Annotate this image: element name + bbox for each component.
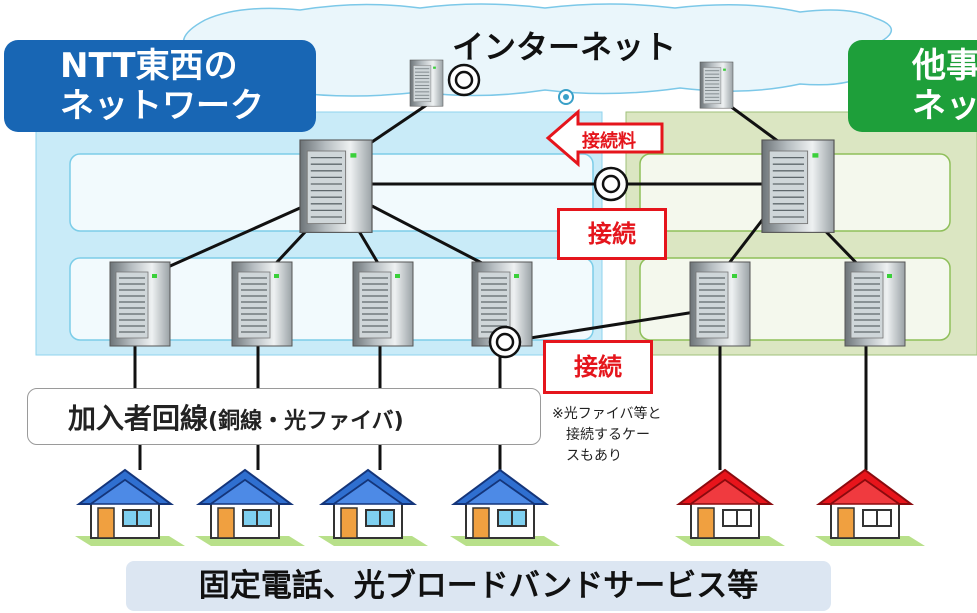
- interconnect-point-icon: [447, 63, 481, 97]
- subscriber-line-main: 加入者回線: [68, 402, 209, 435]
- fiber-note: ※光ファイバ等と 接続するケー スもあり: [552, 406, 662, 464]
- ntt-edge-server-2: [231, 261, 293, 347]
- connection-label-upper: 接続: [557, 208, 667, 260]
- connection-fee-label: 接続料: [582, 131, 636, 152]
- other-network-label-line2: ネッ: [912, 86, 977, 126]
- other-network-label: 他事 ネッ: [848, 40, 977, 132]
- ntt-edge-server-3: [352, 261, 414, 347]
- small-cloud-point-icon: [558, 89, 574, 105]
- other-core-server: [761, 139, 835, 234]
- connection-label-lower: 接続: [543, 340, 653, 394]
- ntt-house-icon-1: [74, 469, 186, 547]
- subscriber-line-box: 加入者回線(銅線・光ファイバ): [27, 388, 541, 445]
- interconnect-point-icon: [488, 325, 522, 359]
- ntt-network-label-line1: NTT東西の: [60, 46, 238, 86]
- ntt-edge-server-1: [109, 261, 171, 347]
- ntt-network-label-line2: ネットワーク: [60, 86, 264, 126]
- ntt-house-icon-3: [317, 469, 429, 547]
- ntt-core-server: [299, 139, 373, 234]
- other-network-label-line1: 他事: [912, 46, 977, 86]
- other-house-icon-1: [674, 469, 786, 547]
- ntt-network-label: NTT東西の ネットワーク: [4, 40, 316, 132]
- other-internet-gateway-server: [699, 61, 734, 109]
- left-arrow-icon: [545, 108, 664, 168]
- subscriber-line-detail: (銅線・光ファイバ): [208, 409, 404, 434]
- services-label: 固定電話、光ブロードバンドサービス等: [126, 561, 831, 611]
- ntt-internet-gateway-server: [409, 59, 444, 107]
- interconnect-point-icon: [593, 166, 629, 202]
- other-edge-server-1: [689, 261, 751, 347]
- other-house-icon-2: [814, 469, 926, 547]
- internet-label: インターネット: [452, 28, 677, 66]
- ntt-edge-layer: [69, 257, 594, 341]
- ntt-house-icon-2: [194, 469, 306, 547]
- ntt-house-icon-4: [449, 469, 561, 547]
- other-edge-server-2: [844, 261, 906, 347]
